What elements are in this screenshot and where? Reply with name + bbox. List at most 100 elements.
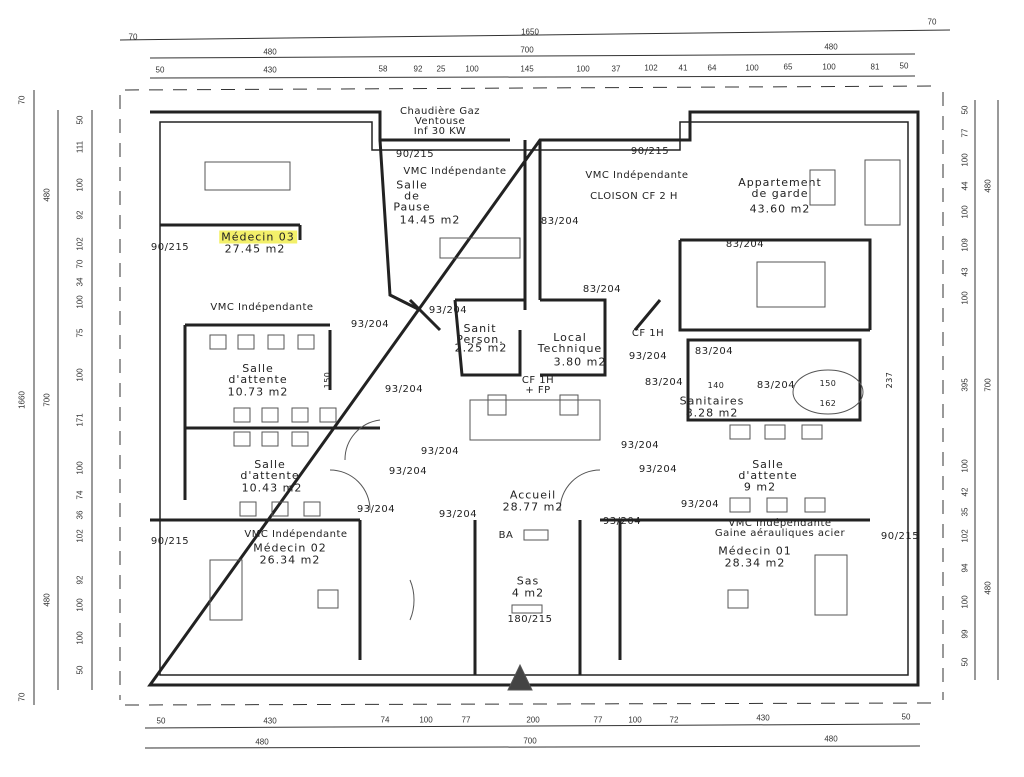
dimension-value: 94 (960, 563, 970, 573)
dimension-value: 50 (901, 712, 911, 722)
dimension-value: 480 (824, 734, 838, 744)
door-size-label: 93/204 (638, 464, 678, 475)
dimension-value: 100 (75, 368, 85, 382)
dimension-value: 65 (783, 62, 793, 72)
door-size-label: 93/204 (438, 509, 478, 520)
dimension-value: 430 (263, 65, 277, 75)
dimension-value: 100 (960, 459, 970, 473)
dimension-value: 480 (255, 737, 269, 747)
dimension-value: 43 (960, 267, 970, 277)
dimension-value: 480 (42, 188, 52, 202)
dimension-value: 480 (983, 581, 993, 595)
vmc-note: VMC Indépendante (244, 529, 348, 540)
fire-rating-note: CF 1H (631, 328, 665, 339)
room-salle-attente-2-name: Salle d'attente (240, 458, 300, 482)
dimension-value: 99 (960, 629, 970, 639)
dimension-value: 64 (707, 63, 717, 73)
dimension-value: 70 (17, 95, 27, 105)
dimension-value: 74 (380, 715, 390, 725)
dimension-value: 37 (611, 64, 621, 74)
door-size-label: 83/204 (582, 284, 622, 295)
walls (147, 110, 920, 687)
dimension-value: 1650 (521, 27, 539, 37)
door-size-label: 93/204 (356, 504, 396, 515)
vmc-note: VMC Indépendante (210, 302, 314, 313)
dimension-value: 77 (593, 715, 603, 725)
room-medecin02-area: 26.34 m2 (259, 553, 321, 567)
dimension-value: 50 (75, 115, 85, 125)
dimension-value: 72 (669, 715, 679, 725)
vmc-note: VMC Indépendante (585, 170, 689, 181)
dimension-value: 395 (960, 378, 970, 392)
north-arrow-icon (507, 663, 533, 691)
dimension-value: 480 (824, 42, 838, 52)
room-salle-attente-1-area: 10.73 m2 (227, 385, 289, 399)
dimension-value: 70 (927, 17, 937, 27)
dimension-value: 25 (436, 64, 446, 74)
room-medecin01-area: 28.34 m2 (724, 556, 786, 570)
door-size-label: 83/204 (756, 380, 796, 391)
room-salle-pause-area: 14.45 m2 (399, 213, 461, 227)
dimension-value: 77 (960, 128, 970, 138)
door-size-label: 93/204 (628, 351, 668, 362)
dimension-note: 150 (819, 379, 837, 388)
room-salle-attente-3-name: Salle d'attente (738, 458, 798, 482)
dimension-value: 42 (960, 487, 970, 497)
highlight: Médecin 03 (219, 230, 297, 244)
dimension-value: 50 (960, 105, 970, 115)
dimension-value: 100 (75, 631, 85, 645)
door-size-label: 83/204 (540, 216, 580, 227)
dimension-value: 50 (75, 665, 85, 675)
dimension-note: 140 (707, 381, 725, 390)
dimension-line (149, 53, 916, 59)
dimension-value: 58 (378, 64, 388, 74)
dimension-note: 237 (885, 371, 894, 389)
dimension-value: 100 (576, 64, 590, 74)
room-accueil-name: Accueil (509, 488, 557, 502)
dimension-value: 700 (523, 736, 537, 746)
room-sanitaires-area: 8.28 m2 (685, 406, 739, 420)
door-size-label: 93/204 (420, 446, 460, 457)
room-salle-attente-2-area: 10.43 m2 (241, 481, 303, 495)
door-size-label: 90/215 (395, 149, 435, 160)
vmc-note: VMC Indépendante Gaine aérauliques acier (714, 518, 846, 539)
dimension-value: 480 (263, 47, 277, 57)
room-sanitaires-name: Sanitaires (679, 394, 745, 408)
dimension-value: 100 (960, 205, 970, 219)
dimension-value: 50 (156, 716, 166, 726)
door-size-label: 93/204 (602, 516, 642, 527)
room-medecin02-name: Médecin 02 (253, 541, 327, 555)
dimension-value: 70 (128, 32, 138, 42)
door-size-label: 90/215 (880, 531, 920, 542)
door-size-label: 93/204 (620, 440, 660, 451)
dimension-value: 50 (960, 657, 970, 667)
dimension-value: 100 (960, 153, 970, 167)
dimension-line (144, 723, 921, 729)
dimension-value: 480 (983, 179, 993, 193)
door-size-label: 93/204 (428, 305, 468, 316)
dimension-value: 35 (960, 507, 970, 517)
dimension-value: 70 (17, 692, 27, 702)
dimension-value: 92 (75, 210, 85, 220)
dimension-value: 100 (419, 715, 433, 725)
dimension-value: 171 (75, 413, 85, 427)
door-size-label: 83/204 (694, 346, 734, 357)
dimension-value: 111 (75, 140, 85, 154)
room-sanit-person-name: Sanit Person. (456, 322, 504, 346)
room-appartement-name: Appartement de garde (738, 176, 822, 200)
ba-note: BA (498, 530, 514, 541)
dimension-value: 50 (155, 65, 165, 75)
furniture (204, 159, 901, 691)
room-appartement-area: 43.60 m2 (749, 202, 811, 216)
dimension-value: 200 (526, 715, 540, 725)
dimension-value: 102 (960, 529, 970, 543)
dimension-value: 100 (628, 715, 642, 725)
dimension-value: 145 (520, 64, 534, 74)
fire-rating-note: CF 1H + FP (521, 375, 555, 396)
dimension-note: 150 (323, 371, 332, 389)
dimension-value: 100 (75, 598, 85, 612)
dimension-value: 100 (822, 62, 836, 72)
dimension-line (119, 29, 951, 41)
dimension-value: 74 (75, 490, 85, 500)
dimension-value: 700 (520, 45, 534, 55)
